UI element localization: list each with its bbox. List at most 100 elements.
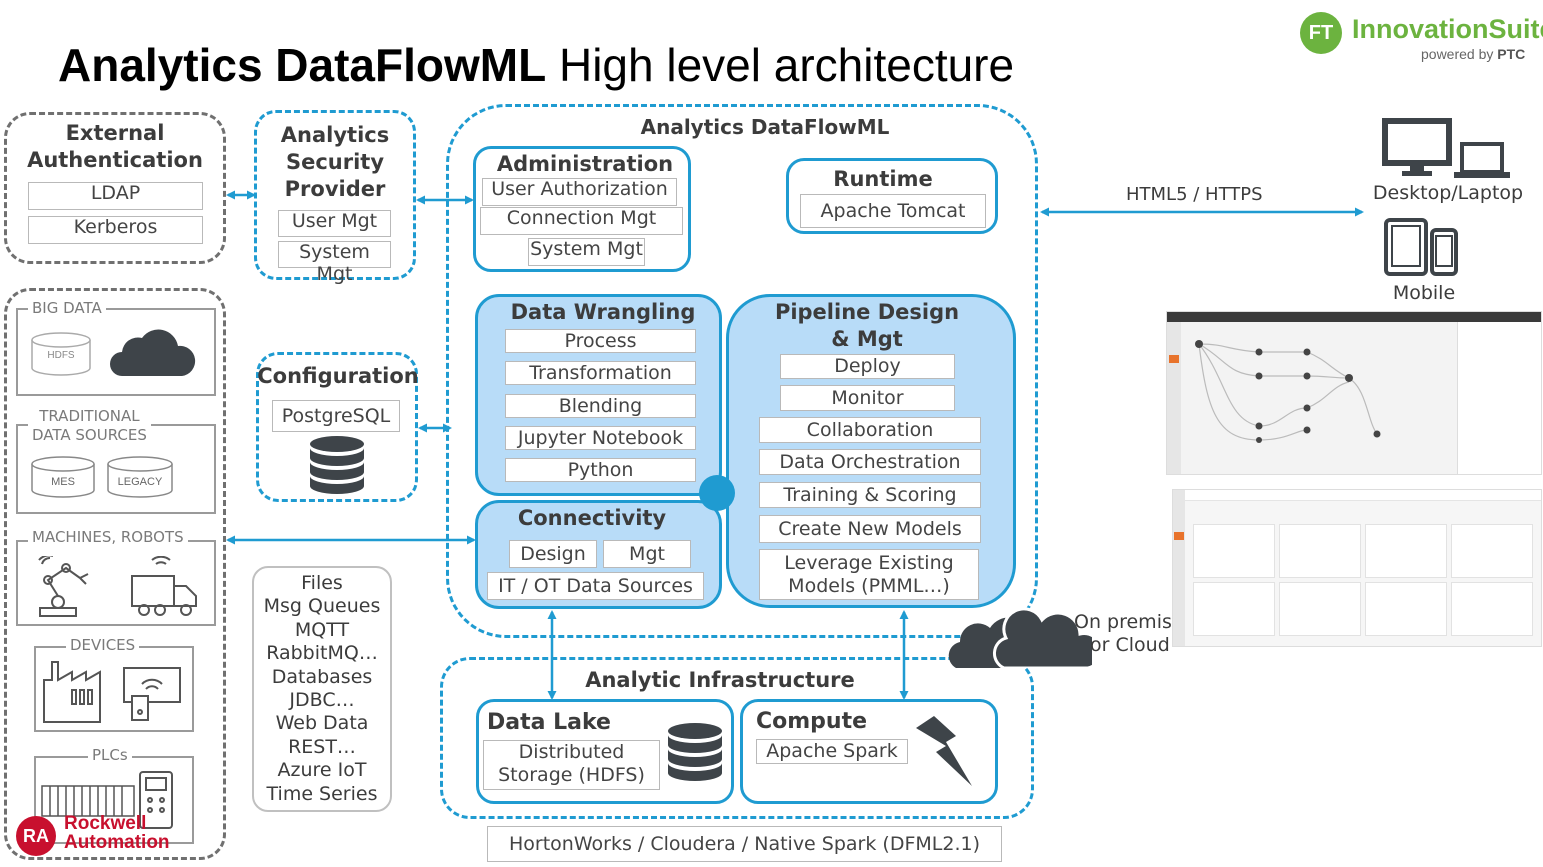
- connection-mgt-label: Connection Mgt: [506, 207, 657, 229]
- dashboard-card: [1365, 582, 1447, 636]
- dashboard-card: [1451, 524, 1533, 578]
- protocol-item: Time Series: [266, 782, 378, 805]
- hdfs-label: HDFS: [47, 350, 75, 361]
- pipeline-title: Pipeline Design & Mgt: [726, 299, 1008, 353]
- data-wrangling-title: Data Wrangling: [510, 300, 696, 324]
- platform-box: HortonWorks / Cloudera / Native Spark (D…: [487, 826, 1002, 862]
- apache-spark-label: Apache Spark: [766, 740, 898, 762]
- dashboard-card: [1193, 524, 1275, 578]
- conn-mgt-label: Mgt: [629, 543, 665, 565]
- training-scoring-label: Training & Scoring: [783, 484, 957, 506]
- dashboard-card: [1451, 582, 1533, 636]
- connectivity-title: Connectivity: [517, 506, 667, 530]
- legacy-disk-icon: [107, 456, 173, 498]
- distributed-storage-label-1: Distributed: [518, 741, 625, 763]
- distributed-storage-box: Distributed Storage (HDFS): [483, 740, 660, 790]
- python-label: Python: [567, 459, 634, 481]
- external-auth-title-2: Authentication: [27, 148, 203, 172]
- traditional-label-1: TRADITIONAL: [39, 407, 140, 425]
- dashboard-card: [1365, 524, 1447, 578]
- dataflowml-group: [446, 104, 1038, 638]
- training-scoring-box: Training & Scoring: [759, 482, 981, 508]
- desktop-label: Desktop/Laptop: [1372, 182, 1524, 204]
- postgresql-box: PostgreSQL: [272, 400, 400, 432]
- traditional-label: TRADITIONAL DATA SOURCES: [28, 407, 151, 445]
- protocol-item: JDBC…: [289, 689, 355, 712]
- connection-mgt-box: Connection Mgt: [480, 207, 683, 235]
- conn-design-label: Design: [520, 543, 586, 565]
- admin-system-mgt-box: System Mgt: [528, 238, 645, 266]
- data-sources-group: [4, 288, 226, 860]
- protocol-item: Azure IoT: [277, 759, 367, 782]
- external-auth-group: [4, 112, 226, 264]
- lightning-icon: [916, 716, 972, 786]
- user-authorization-label: User Authorization: [491, 178, 668, 200]
- pipeline-title-2: & Mgt: [831, 327, 903, 351]
- pipeline-graph-icon: [1195, 340, 1381, 443]
- database-icon: [310, 436, 364, 494]
- system-mgt-label: System Mgt: [299, 241, 370, 285]
- runtime-title: Runtime: [833, 167, 933, 191]
- dashboard-card: [1279, 524, 1361, 578]
- security-title-3: Provider: [284, 177, 386, 201]
- monitor-box: Monitor: [780, 385, 955, 411]
- ft-badge-icon: FT: [1300, 12, 1342, 54]
- legacy-label: LEGACY: [117, 476, 163, 488]
- rockwell-logo: RA Rockwell Automation: [16, 814, 198, 860]
- dataflowml-title: Analytics DataFlowML: [640, 115, 890, 139]
- data-lake-database-icon: [668, 723, 722, 781]
- editor-right-panel: [1457, 322, 1541, 474]
- collaboration-label: Collaboration: [806, 419, 934, 441]
- external-auth-title-1: External: [65, 121, 165, 145]
- mes-disk-icon: [31, 456, 95, 498]
- system-mgt-box: System Mgt: [278, 241, 391, 285]
- deploy-box: Deploy: [780, 354, 955, 379]
- platform-label: HortonWorks / Cloudera / Native Spark (D…: [509, 833, 980, 855]
- transformation-box: Transformation: [505, 361, 696, 385]
- configuration-title: Configuration: [257, 364, 419, 388]
- create-models-label: Create New Models: [778, 518, 962, 540]
- infrastructure-group: [440, 657, 1034, 819]
- distributed-storage-label-2: Storage (HDFS): [498, 764, 645, 786]
- mobile-devices-icon: [1384, 218, 1458, 276]
- editor-active-tool: [1169, 355, 1179, 363]
- data-orchestration-box: Data Orchestration: [759, 449, 981, 475]
- apache-tomcat-label: Apache Tomcat: [820, 200, 966, 222]
- pipeline-title-1: Pipeline Design: [774, 300, 960, 324]
- create-models-box: Create New Models: [759, 515, 981, 543]
- postgresql-label: PostgreSQL: [281, 405, 391, 427]
- data-orchestration-label: Data Orchestration: [779, 451, 961, 473]
- logo-powered-text: powered by: [1421, 46, 1498, 62]
- admin-system-mgt-label: System Mgt: [530, 238, 643, 260]
- mobile-label: Mobile: [1392, 282, 1456, 304]
- python-box: Python: [505, 458, 696, 482]
- on-premise-line-2: or Cloud: [1090, 634, 1170, 656]
- kerberos-label: Kerberos: [73, 216, 158, 238]
- it-ot-sources-label: IT / OT Data Sources: [498, 575, 693, 597]
- apache-spark-box: Apache Spark: [756, 739, 908, 764]
- deploy-label: Deploy: [834, 355, 901, 377]
- transformation-label: Transformation: [529, 362, 672, 384]
- rockwell-text: Rockwell Automation: [64, 814, 170, 852]
- jupyter-box: Jupyter Notebook: [505, 426, 696, 450]
- cloud-icon: [110, 329, 196, 376]
- protocols-list: Files Msg Queues MQTT RabbitMQ… Database…: [252, 572, 392, 806]
- process-label: Process: [564, 330, 637, 352]
- configuration-group: [256, 352, 418, 502]
- process-box: Process: [505, 329, 696, 353]
- factory-icon: [43, 661, 101, 723]
- logo-name-a: Innovation: [1352, 14, 1489, 44]
- blending-box: Blending: [505, 394, 696, 418]
- collaboration-box: Collaboration: [759, 417, 981, 443]
- compute-title: Compute: [756, 709, 868, 734]
- rockwell-line-2: Automation: [64, 832, 170, 853]
- it-ot-sources-box: IT / OT Data Sources: [487, 572, 704, 600]
- logo-powered-brand: PTC: [1497, 46, 1526, 62]
- hdfs-disk-icon: [31, 332, 91, 376]
- user-mgt-label: User Mgt: [291, 210, 378, 232]
- dashboard-sidebar: [1173, 490, 1185, 646]
- plc-rack-icon: [41, 785, 135, 817]
- security-title-1: Analytics: [280, 123, 390, 147]
- protocol-item: Files: [301, 572, 343, 594]
